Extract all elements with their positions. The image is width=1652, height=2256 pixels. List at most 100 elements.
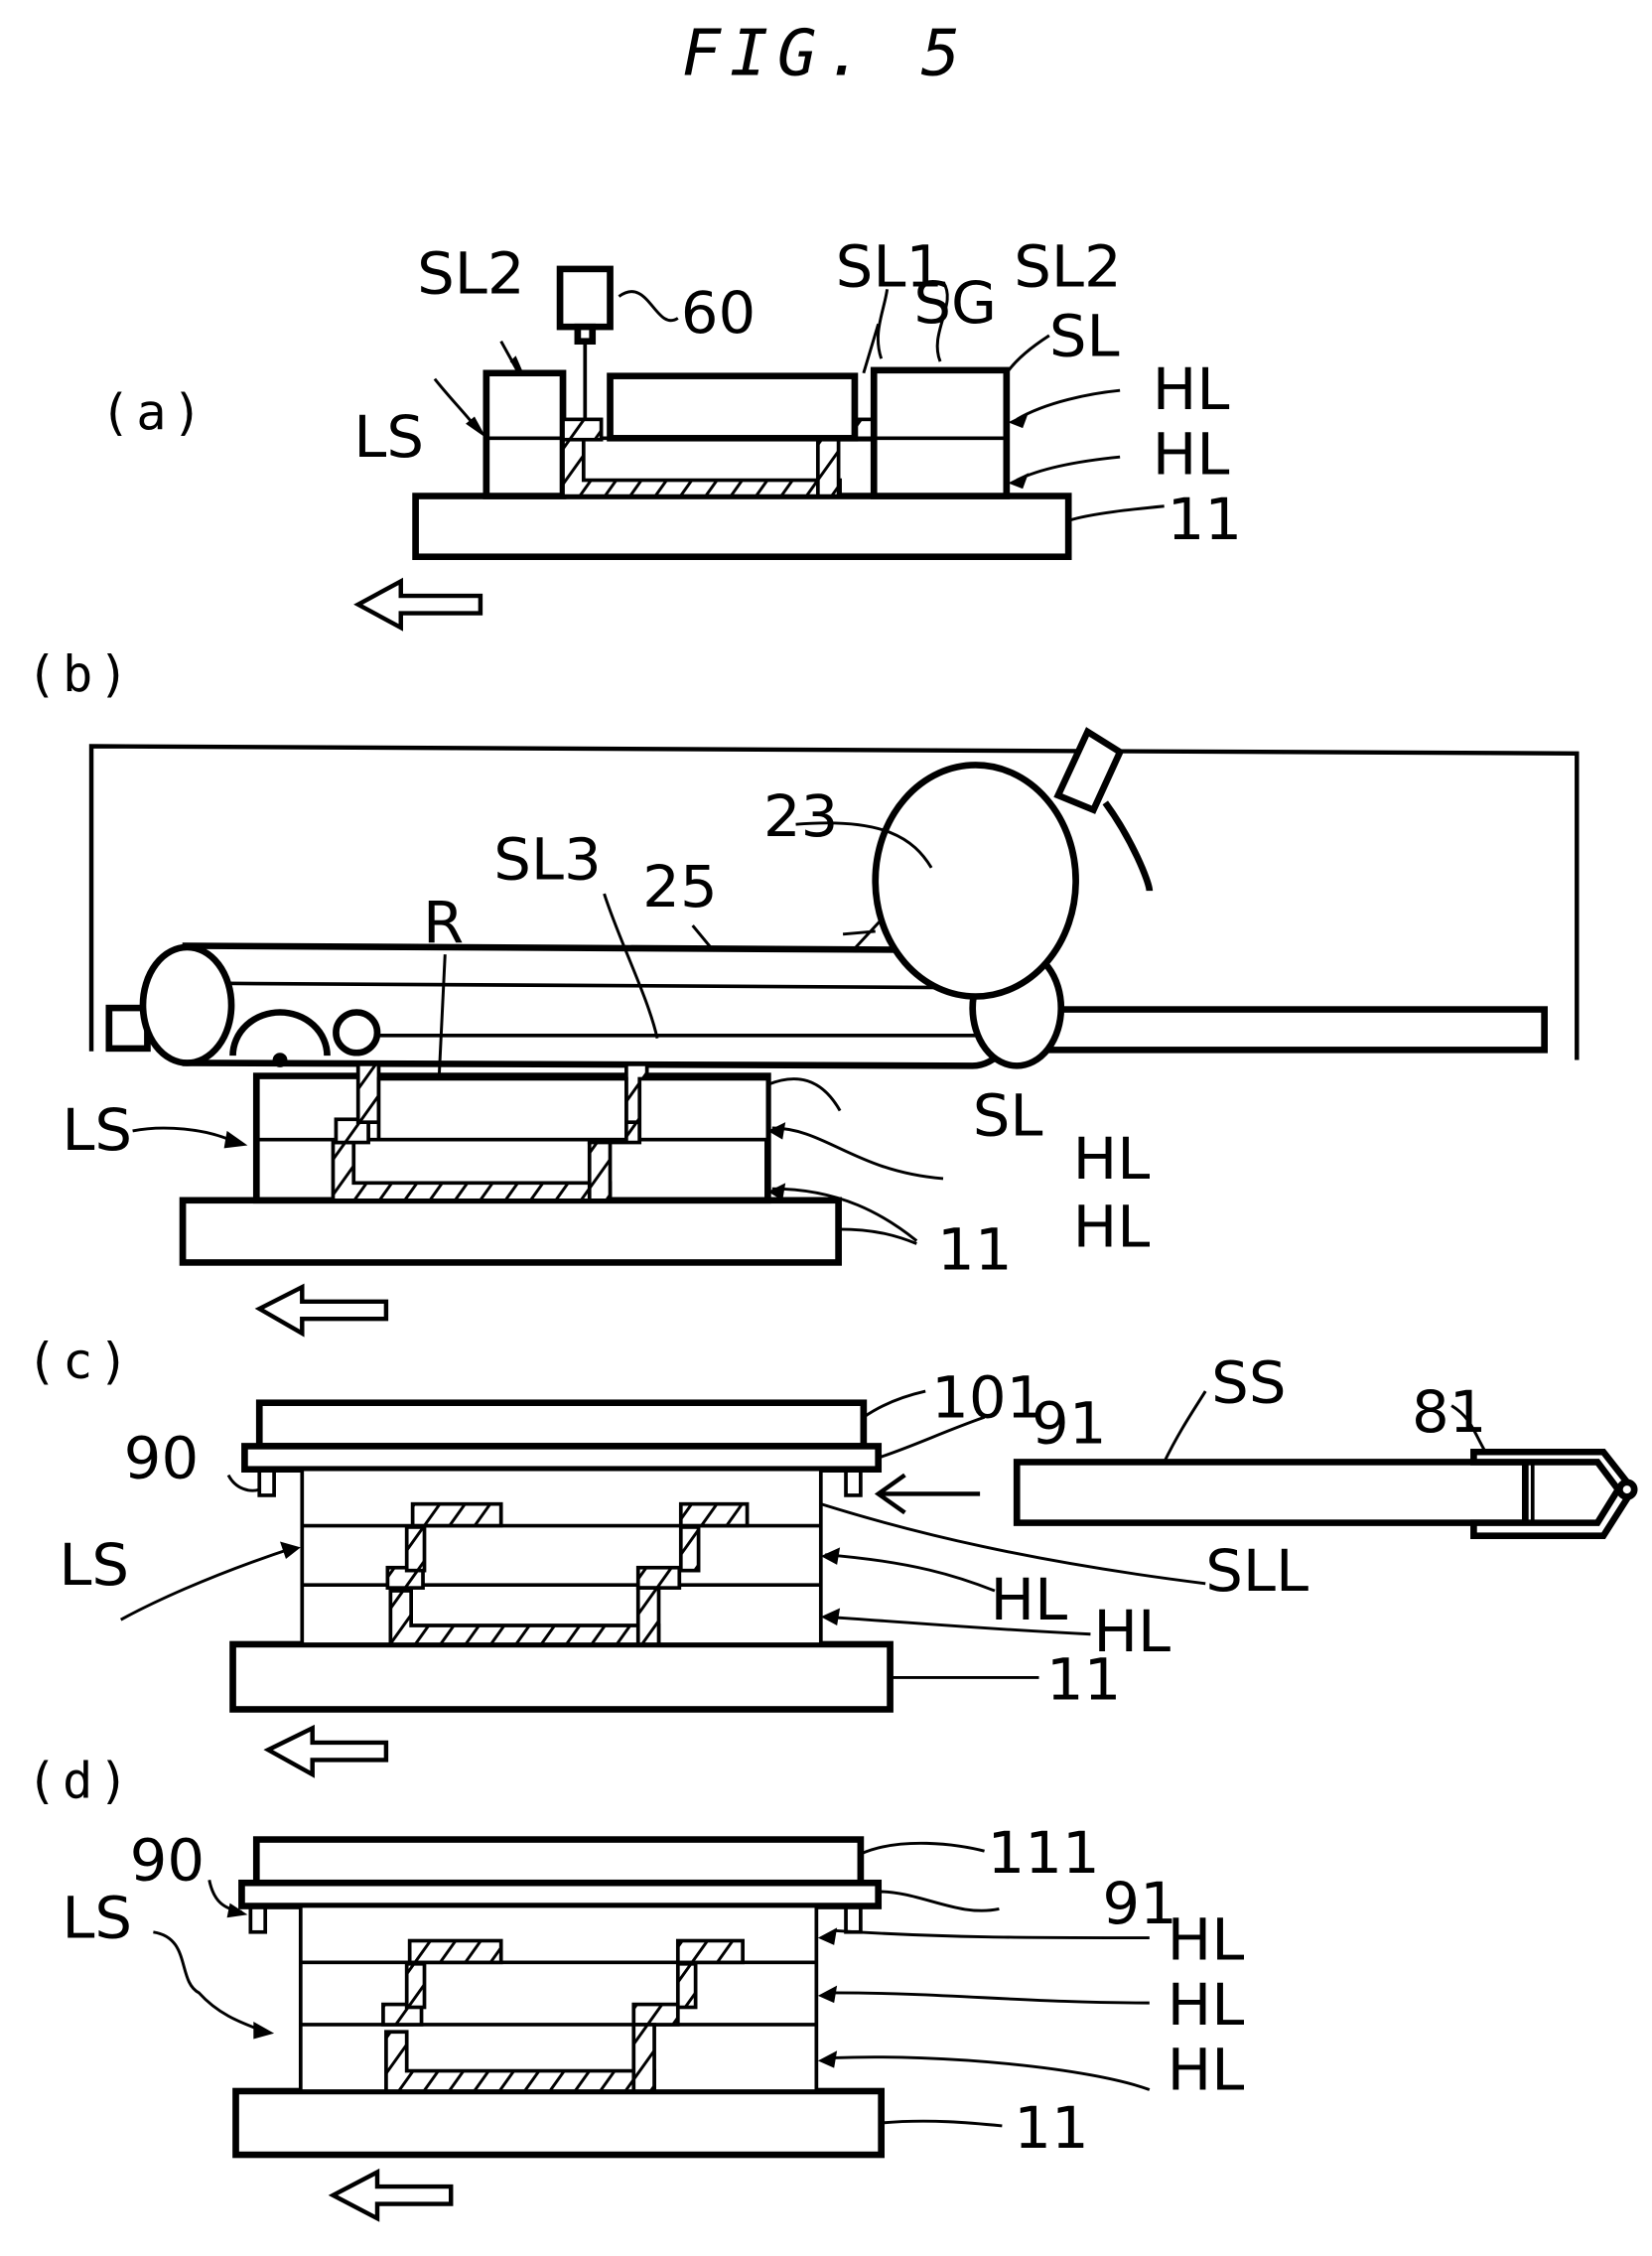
- label-hl-1: HL: [1168, 1905, 1245, 1973]
- label-sl: SL: [973, 1081, 1043, 1149]
- leader-91: [879, 1892, 1000, 1910]
- leader-ls: [133, 1128, 236, 1142]
- frame-91: [241, 1883, 878, 1905]
- label-sll: SLL: [1205, 1537, 1308, 1605]
- pin-90-right: [846, 1470, 861, 1495]
- label-hl-bottom: HL: [1153, 420, 1230, 488]
- leader-11: [1068, 506, 1164, 521]
- direction-arrow-left-icon: [268, 1728, 386, 1774]
- leader-hl-bottom: [1017, 457, 1120, 480]
- leader-11: [882, 2121, 1003, 2126]
- leader-hl-2: [834, 1993, 1150, 2003]
- hatched-step: [638, 1568, 680, 1588]
- label-ss: SS: [1211, 1348, 1286, 1416]
- plate-101: [259, 1403, 864, 1447]
- leader-ls: [121, 1547, 295, 1620]
- leader-sl: [1007, 336, 1049, 373]
- label-11: 11: [1168, 486, 1243, 553]
- label-ls: LS: [62, 1095, 132, 1163]
- pin-90: [259, 1470, 274, 1495]
- label-r: R: [423, 889, 464, 956]
- label-sl2-left: SL2: [417, 239, 525, 307]
- stack: [302, 1470, 821, 1644]
- hatched-wall: [633, 2025, 654, 2091]
- leader-sl: [767, 1079, 840, 1111]
- right-block: [639, 1078, 767, 1139]
- stack: [301, 1906, 817, 2091]
- pin-90-right: [846, 1906, 861, 1932]
- label-sg: SG: [913, 268, 997, 336]
- label-hl-top: HL: [991, 1566, 1068, 1633]
- label-81: 81: [1412, 1377, 1487, 1445]
- label-23: 23: [763, 781, 839, 849]
- label-sl: SL: [1049, 302, 1120, 369]
- panel-c-label: (c): [27, 1333, 135, 1389]
- panel-d-label: (d): [27, 1753, 135, 1809]
- pin-90: [250, 1906, 265, 1932]
- arrowhead: [1008, 473, 1029, 489]
- leader-hl-top: [772, 1128, 943, 1179]
- hatched-top: [410, 1941, 501, 1963]
- label-11: 11: [1046, 1645, 1122, 1713]
- panel-a-label: (a): [100, 384, 208, 441]
- leader-90: [209, 1880, 242, 1911]
- roller-left: [143, 947, 231, 1063]
- label-ls: LS: [59, 1531, 129, 1599]
- arrowhead: [818, 1986, 837, 2003]
- label-sl3: SL3: [493, 825, 602, 893]
- direction-arrow-left-icon: [358, 581, 481, 628]
- panel-b-label: (b): [27, 646, 135, 703]
- hatched-top: [413, 1504, 501, 1526]
- hatched-wall-upper: [358, 1064, 379, 1122]
- sensor-60: [560, 269, 610, 327]
- leader-hl-3: [834, 2057, 1150, 2090]
- sl-block: [378, 1078, 625, 1139]
- label-111: 111: [988, 1819, 1100, 1887]
- sl1-block: [611, 376, 855, 439]
- arrowhead: [253, 2022, 274, 2039]
- direction-arrow-left-icon: [259, 1287, 386, 1334]
- label-91: 91: [1032, 1389, 1107, 1457]
- hatched-wall-upper: [407, 1964, 425, 2008]
- base-11: [183, 1200, 839, 1263]
- leader-90: [228, 1476, 259, 1491]
- arrowhead: [224, 1131, 248, 1148]
- base-11: [233, 1644, 891, 1710]
- leader-101: [864, 1391, 925, 1417]
- leader-ls: [153, 1932, 265, 2032]
- label-hl-top: HL: [1073, 1125, 1151, 1193]
- drum-23: [876, 765, 1076, 996]
- leader-60: [619, 292, 677, 321]
- label-ls: LS: [353, 403, 424, 471]
- roller-hub: [273, 1053, 288, 1067]
- rod-right: [1032, 1010, 1545, 1051]
- arrowhead: [821, 1547, 840, 1564]
- left-block: [486, 373, 563, 496]
- shaft-ss: [1017, 1462, 1525, 1522]
- cleaner-arc: [1105, 802, 1150, 891]
- plate-111: [256, 1840, 861, 1884]
- hatched-top: [678, 1941, 743, 1963]
- label-25: 25: [642, 853, 718, 920]
- hatched-top: [681, 1504, 748, 1526]
- leader-hl-top: [825, 1555, 995, 1591]
- panel-b: (b): [27, 646, 1578, 1334]
- base-11: [236, 2091, 882, 2155]
- hatched-wall: [590, 1143, 611, 1200]
- direction-arrow-left-icon: [333, 2173, 451, 2219]
- sensor-nozzle: [578, 327, 593, 342]
- leader-hl-top: [1017, 390, 1120, 419]
- leader-25: [693, 925, 712, 948]
- hatched-object-lower: [563, 434, 840, 496]
- hatched-wall-upper: [678, 1964, 696, 2008]
- arrowhead: [280, 1542, 301, 1559]
- label-90: 90: [124, 1424, 200, 1491]
- label-hl-bottom: HL: [1073, 1193, 1151, 1260]
- label-11: 11: [937, 1215, 1013, 1283]
- label-91: 91: [1102, 1870, 1177, 1937]
- label-101: 101: [931, 1363, 1043, 1431]
- label-sl2-right: SL2: [1014, 232, 1122, 300]
- hatched-wall-right: [818, 438, 839, 495]
- label-hl-3: HL: [1168, 2036, 1245, 2103]
- label-60: 60: [681, 279, 757, 347]
